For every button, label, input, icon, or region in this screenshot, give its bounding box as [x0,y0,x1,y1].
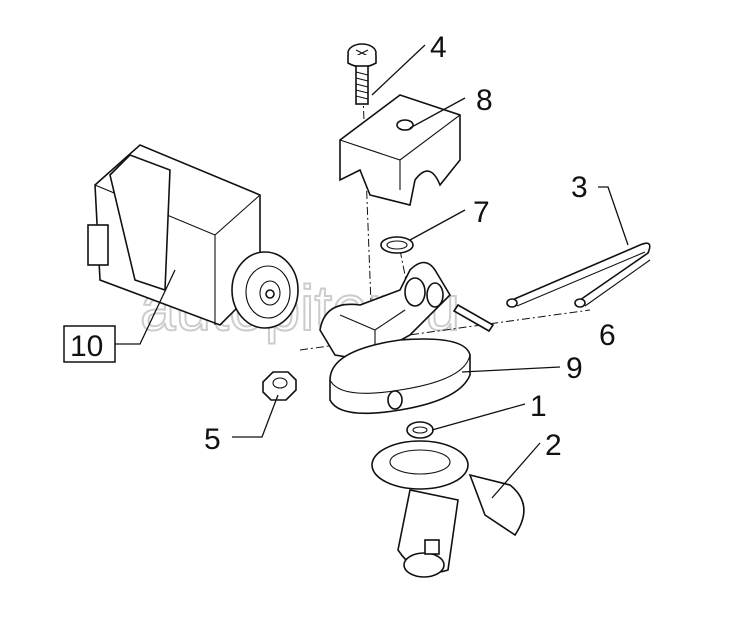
leader-4 [371,44,426,96]
callout-8: 8 [476,84,493,117]
callout-1: 1 [530,390,547,423]
part-7-o-ring [380,236,414,254]
part-5-nut [262,371,297,401]
callout-7: 7 [473,196,490,229]
callout-5: 5 [204,423,221,456]
callout-6: 6 [599,319,616,352]
leader-8 [409,97,466,129]
callout-10: 10 [70,330,103,363]
leader-1 [431,403,526,431]
leader-3 [598,186,629,246]
part-2-valve-body [371,440,525,578]
part-6-pin [452,303,495,333]
leader-10 [115,269,176,345]
leader-2 [491,442,541,499]
callout-2: 2 [545,429,562,462]
part-8-clamp [339,94,461,206]
leader-7 [409,209,466,241]
central-housing [319,261,452,370]
leader-5 [232,394,279,438]
callout-4: 4 [430,31,447,64]
part-4-screw [347,43,377,105]
leader-9 [461,366,561,373]
callout-3: 3 [571,171,588,204]
callout-9: 9 [566,352,583,385]
part-10-actuator [87,144,299,329]
part-1-o-ring [406,421,434,439]
part-9-collar [329,338,471,415]
part-3-u-rod [506,242,651,308]
callout-10-box [63,325,116,363]
